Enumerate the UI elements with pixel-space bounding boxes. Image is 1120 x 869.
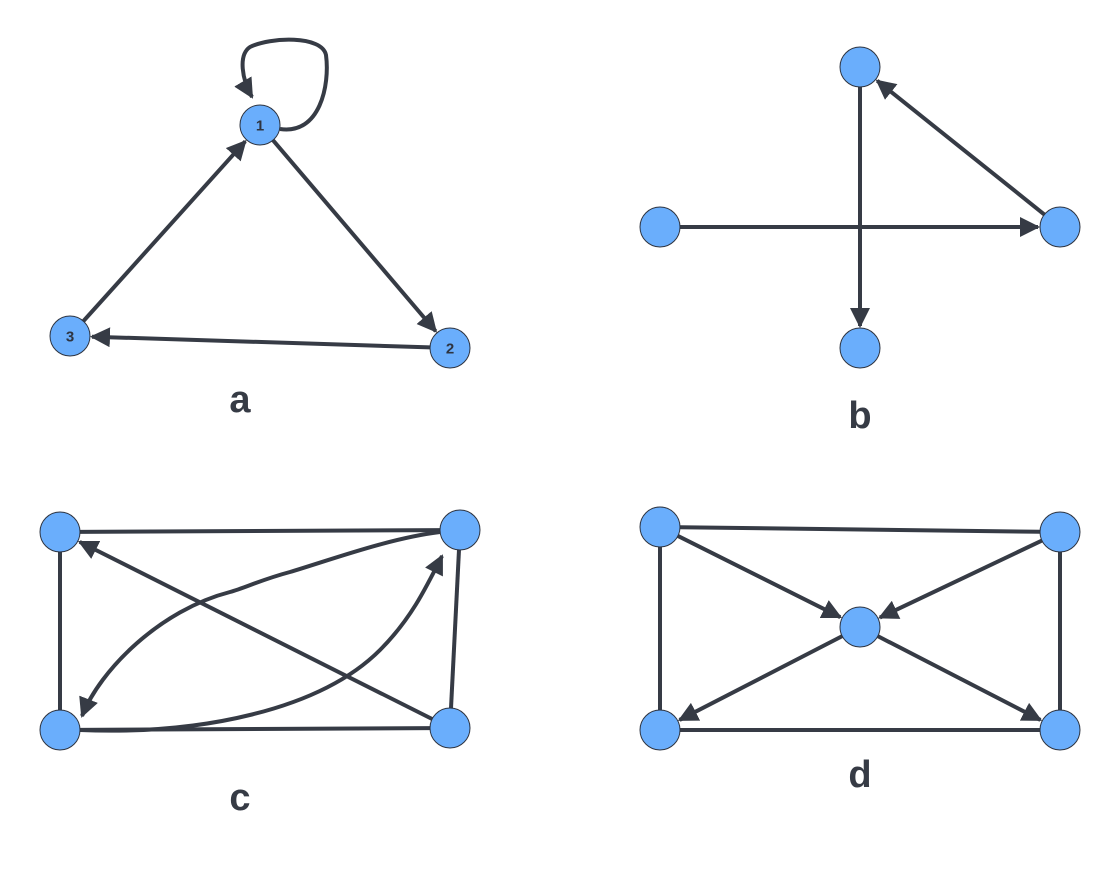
node-a-1 — [239, 104, 281, 146]
node-b-left — [639, 206, 681, 248]
edges — [58, 37, 1062, 733]
graph-label-a: a — [229, 379, 251, 421]
node-c-tl — [39, 511, 81, 553]
edge-a-1-to-1 — [234, 37, 329, 132]
graph-label-b: b — [848, 395, 871, 437]
node-d-tl — [639, 506, 681, 548]
graph-label-c: c — [229, 777, 250, 819]
edge-c-tl-to-tr — [79, 528, 441, 534]
node-d-tr — [1039, 511, 1081, 553]
node-b-right — [1039, 206, 1081, 248]
edge-a-3-to-1 — [81, 139, 247, 323]
edge-c-bl-to-tr — [79, 554, 444, 733]
node-label-a-3: 3 — [66, 329, 74, 346]
edge-d-tl-to-c — [676, 534, 843, 619]
node-d-br — [1039, 709, 1081, 751]
node-c-tr — [439, 509, 481, 551]
node-b-top — [839, 46, 881, 88]
node-label-a-1: 1 — [256, 118, 264, 135]
nodes: 1 2 3 — [39, 46, 1081, 751]
edge-d-c-to-br — [876, 634, 1043, 722]
node-b-bottom — [839, 327, 881, 369]
node-d-c — [839, 606, 881, 648]
node-a-2 — [429, 327, 471, 369]
graph-label-d: d — [848, 754, 871, 796]
node-c-bl — [39, 709, 81, 751]
edge-c-br-to-tl — [77, 540, 434, 721]
edge-a-1-to-2 — [271, 138, 438, 333]
node-a-3 — [49, 315, 91, 357]
node-c-br — [429, 707, 471, 749]
edge-c-tr-to-bl — [79, 530, 441, 718]
edge-d-tl-to-tr — [679, 525, 1041, 534]
edge-a-2-to-3 — [89, 327, 431, 350]
edge-d-tr-to-c — [878, 538, 1043, 620]
edge-d-c-to-bl — [677, 634, 844, 722]
node-d-bl — [639, 709, 681, 751]
node-label-a-2: 2 — [446, 341, 454, 358]
edge-b-right-to-top — [875, 79, 1046, 217]
edge-c-tr-to-br — [449, 549, 461, 709]
